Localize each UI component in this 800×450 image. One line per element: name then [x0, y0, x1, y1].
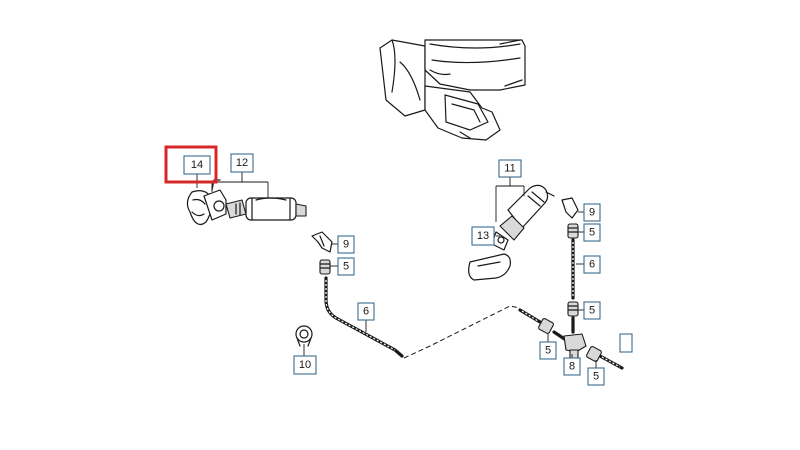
hose-clip [295, 325, 313, 347]
callout-11[interactable]: 11 [498, 159, 522, 178]
callout-5-right-middle[interactable]: 5 [583, 301, 601, 320]
callout-5-left-label: 5 [343, 261, 349, 273]
callout-6-left[interactable]: 6 [357, 302, 375, 321]
callout-6-right-label: 6 [589, 259, 595, 271]
connector-right-middle [567, 301, 579, 317]
leader-lines [196, 172, 597, 368]
callout-5-right-middle-label: 5 [589, 305, 595, 317]
callout-12-label: 12 [236, 157, 248, 169]
bumper-body-section [379, 39, 526, 141]
connector-bottom-right [586, 346, 602, 362]
washer-cylinder-right [491, 184, 555, 251]
callout-5-right-upper[interactable]: 5 [583, 223, 601, 242]
callout-11-label: 11 [504, 163, 515, 175]
callout-6-left-label: 6 [363, 306, 369, 318]
callout-5-bottom-right-label: 5 [593, 371, 599, 383]
callout-13-label: 13 [477, 230, 489, 242]
callout-6-right[interactable]: 6 [583, 255, 601, 274]
callout-5-bottom-right[interactable]: 5 [587, 367, 605, 386]
t-piece-connector [563, 333, 587, 359]
elbow-connector-left [311, 231, 333, 253]
callout-14[interactable]: 14 [183, 155, 211, 175]
connector-right-upper [567, 223, 579, 239]
elbow-connector-right [561, 197, 579, 219]
washer-cylinder-left [203, 179, 307, 221]
callout-13[interactable]: 13 [471, 226, 495, 246]
callout-9-left-label: 9 [343, 239, 349, 251]
callout-10-label: 10 [299, 359, 311, 371]
callout-5-right-upper-label: 5 [589, 227, 595, 239]
callout-8[interactable]: 8 [563, 357, 581, 376]
callout-14-label: 14 [191, 159, 203, 171]
callout-12[interactable]: 12 [230, 153, 254, 173]
callout-9-left[interactable]: 9 [337, 235, 355, 254]
washer-nozzle-cap-right [468, 253, 511, 281]
callout-5-bottom-left[interactable]: 5 [539, 341, 557, 360]
connector-left [319, 259, 331, 275]
callout-8-label: 8 [569, 361, 575, 373]
washer-hose-bottom-right [518, 308, 624, 370]
callout-5-bottom-left-label: 5 [545, 345, 551, 357]
callout-partial-right-edge [619, 333, 633, 353]
callout-5-left[interactable]: 5 [337, 257, 355, 276]
callout-9-right[interactable]: 9 [583, 203, 601, 222]
callout-10[interactable]: 10 [293, 355, 317, 375]
callout-9-right-label: 9 [589, 207, 595, 219]
washer-hose-left [324, 276, 521, 359]
highlight-frame [164, 145, 218, 184]
